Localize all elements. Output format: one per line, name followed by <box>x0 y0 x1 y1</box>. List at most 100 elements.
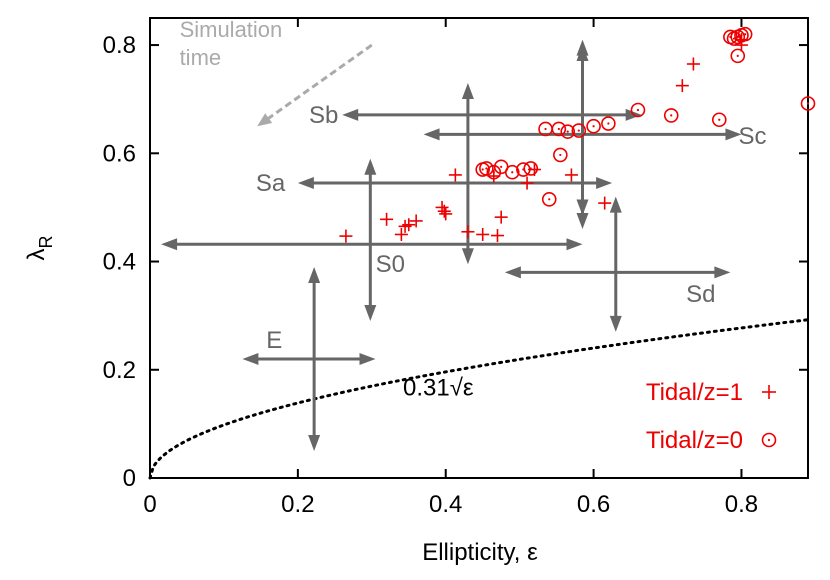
region-s0-v-arrow-head-end <box>364 158 377 175</box>
data-point-tidal-z0-dot <box>500 165 503 168</box>
data-point-tidal-z0-ring <box>630 102 646 118</box>
x-tick-label: 0.8 <box>725 491 758 518</box>
region-label-sc: Sc <box>739 123 767 150</box>
data-point-tidal-z0-dot <box>548 198 551 201</box>
data-point-tidal-z0-ring <box>541 191 557 207</box>
region-sb-h-arrow <box>342 108 642 121</box>
region-sc-v-arrow-head-end <box>576 45 589 62</box>
data-point-tidal-z0 <box>586 118 601 134</box>
region-sc-v-arrow <box>576 45 589 230</box>
region-e-h-arrow <box>242 352 376 365</box>
data-point-tidal-z0-ring <box>551 121 567 137</box>
data-point-tidal-z0 <box>630 102 646 118</box>
sqrt-curve <box>148 318 810 480</box>
x-tick-label: 0.4 <box>429 491 462 518</box>
region-e-v-arrow-head-end <box>308 266 321 283</box>
data-point-tidal-z0-dot <box>481 168 484 171</box>
region-sd-h-arrow <box>504 266 731 279</box>
data-point-tidal-z0-ring <box>523 161 539 176</box>
legend-marker-tidal-z1 <box>762 385 776 399</box>
region-e-v-arrow <box>308 266 321 451</box>
data-point-tidal-z0-dot <box>718 118 721 121</box>
data-point-tidal-z1 <box>439 207 453 221</box>
data-point-tidal-z1 <box>520 176 534 190</box>
region-sc-v-arrow-head-start <box>576 213 589 230</box>
legend-label-tidal-z1: Tidal/z=1 <box>646 379 743 406</box>
data-point-tidal-z1 <box>437 204 451 218</box>
data-point-tidal-z0-ring <box>586 118 601 134</box>
legend-marker-tidal-z0-dot <box>767 438 771 442</box>
data-point-tidal-z1 <box>448 168 462 182</box>
data-point-tidal-z0-ring <box>730 48 746 64</box>
data-point-tidal-z1 <box>402 218 416 232</box>
data-point-tidal-z1 <box>490 229 504 243</box>
data-point-tidal-z0-dot <box>744 33 747 36</box>
data-point-tidal-z0-dot <box>736 54 739 57</box>
region-label-sa: Sa <box>256 170 286 197</box>
data-point-tidal-z0 <box>551 121 567 137</box>
data-point-tidal-z0-dot <box>529 167 532 170</box>
data-point-tidal-z1 <box>686 57 700 71</box>
region-sa-h-arrow <box>297 177 613 190</box>
data-point-tidal-z1 <box>564 168 578 182</box>
region-sd-v-arrow <box>609 196 622 332</box>
y-axis-label-main: λ <box>23 249 50 261</box>
simulation-time-arrowhead <box>257 113 273 127</box>
data-point-tidal-z0-ring <box>479 161 494 176</box>
data-point-tidal-z0 <box>523 161 539 176</box>
data-point-tidal-z0 <box>504 164 520 180</box>
data-point-tidal-z0 <box>541 191 557 207</box>
region-e-h-arrow-head-start <box>242 352 259 365</box>
x-axis-label: Ellipticity, ε <box>422 539 538 566</box>
data-point-tidal-z0-dot <box>740 34 743 37</box>
data-point-tidal-z0-ring <box>711 112 727 128</box>
y-tick-label: 0.8 <box>103 32 136 59</box>
data-point-tidal-z0 <box>711 112 727 128</box>
region-label-s0: S0 <box>376 251 405 278</box>
data-point-tidal-z0-ring <box>504 164 520 180</box>
x-tick-label: 0.6 <box>577 491 610 518</box>
region-s0-v-arrow <box>364 158 377 322</box>
data-point-tidal-z0-ring <box>663 108 679 123</box>
data-point-tidal-z0-dot <box>670 114 673 117</box>
data-point-tidal-z0 <box>601 116 616 131</box>
data-point-tidal-z1 <box>339 229 353 243</box>
data-point-tidal-z0-ring <box>601 116 616 131</box>
data-point-tidal-z0-dot <box>636 108 640 112</box>
region-s0-h-arrow-head-end <box>566 238 583 251</box>
simulation-time-label: Simulation <box>180 17 283 42</box>
region-label-e: E <box>266 327 282 354</box>
y-axis-label: λR <box>23 236 56 261</box>
data-point-tidal-z1 <box>476 227 490 241</box>
data-point-tidal-z0 <box>663 108 679 123</box>
region-sa-v-arrow-head-end <box>461 82 474 99</box>
data-point-tidal-z0 <box>730 48 746 64</box>
region-sc-h-arrow-head-start <box>423 128 440 141</box>
svg-text:λR: λR <box>23 236 56 261</box>
data-point-tidal-z0-dot <box>732 37 736 40</box>
region-sc-h-arrow-head-end <box>725 128 742 141</box>
data-point-tidal-z0-dot <box>492 171 495 174</box>
region-sd-v-arrow-head-start <box>609 315 622 332</box>
y-tick-label: 0 <box>123 465 136 492</box>
data-point-tidal-z0-ring <box>571 123 587 138</box>
y-tick-label: 0.4 <box>103 249 136 276</box>
data-point-tidal-z0-ring <box>737 26 753 42</box>
region-sd-h-arrow-head-end <box>714 266 731 279</box>
legend-marker-tidal-z0 <box>761 432 777 448</box>
data-point-tidal-z1 <box>494 210 508 224</box>
data-point-tidal-z0 <box>553 147 568 163</box>
data-point-tidal-z0-dot <box>557 127 560 131</box>
region-e-v-arrow-head-start <box>308 434 321 451</box>
data-point-tidal-z1 <box>394 227 408 241</box>
data-point-tidal-z0-dot <box>592 125 595 128</box>
region-label-sb: Sb <box>309 102 338 129</box>
legend-marker-tidal-z0-ring <box>761 432 777 448</box>
data-point-tidal-z1 <box>675 79 689 93</box>
data-point-tidal-z0-dot <box>485 167 488 170</box>
data-point-tidal-z0-dot <box>566 130 569 133</box>
region-s0-v-arrow-head-start <box>364 305 377 322</box>
region-s0-h-arrow-head-start <box>161 238 178 251</box>
data-point-tidal-z1 <box>398 219 412 233</box>
